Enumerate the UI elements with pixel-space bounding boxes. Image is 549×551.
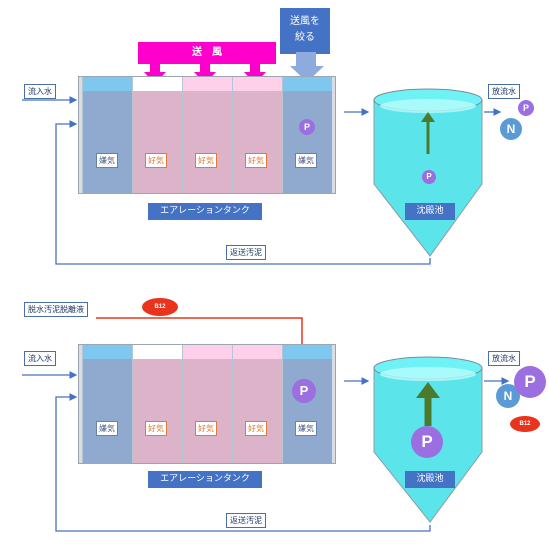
aeration-tank-label-top: エアレーションタンク (148, 203, 262, 220)
cell-tag: 好気 (195, 421, 217, 436)
cell-tag: 好気 (245, 421, 267, 436)
cell-tag: 好気 (145, 421, 167, 436)
air-supply-banner: 送 風 (138, 42, 276, 64)
return-sludge-label-top: 返送汚泥 (226, 245, 266, 260)
air-arrows (144, 62, 266, 84)
cell-anaerobic-2 (282, 77, 332, 193)
inflow-label-top: 流入水 (24, 84, 56, 99)
inflow-label-bottom: 流入水 (24, 351, 56, 366)
cell-tag: 嫌気 (295, 153, 317, 168)
b12-badge-effluent: B12 (510, 416, 540, 432)
cell-aerobic-2 (182, 77, 232, 193)
cell-anaerobic-1 (82, 77, 132, 193)
phosphorus-badge-settling-top: P (422, 170, 436, 184)
reduce-air-box: 送風を 絞る (280, 8, 330, 54)
nitrogen-badge-top: N (500, 118, 522, 140)
additive-label: 脱水汚泥脱離液 (24, 302, 88, 317)
phosphorus-badge-effluent-top: P (518, 100, 534, 116)
settling-label-bottom: 沈殿池 (405, 471, 455, 488)
cell-tag: 嫌気 (295, 421, 317, 436)
aeration-tank-top: 嫌気 好気 好気 好気 嫌気 P (78, 76, 336, 194)
cell-aerobic-1 (132, 345, 182, 463)
cell-tag: 嫌気 (96, 153, 118, 168)
cell-aerobic-2 (182, 345, 232, 463)
return-sludge-line-top (55, 120, 431, 265)
effluent-label-bottom: 放流水 (488, 351, 520, 366)
phosphorus-badge-settling-bottom: P (411, 426, 443, 458)
cell-tag: 好気 (145, 153, 167, 168)
cell-aerobic-1 (132, 77, 182, 193)
effluent-label-top: 放流水 (488, 84, 520, 99)
cell-aerobic-3 (232, 77, 282, 193)
aeration-tank-label-bottom: エアレーションタンク (148, 471, 262, 488)
aeration-tank-bottom: 嫌気 好気 好気 好気 嫌気 P (78, 344, 336, 464)
additive-line (96, 317, 307, 357)
cell-tag: 好気 (195, 153, 217, 168)
phosphorus-badge-effluent-bottom: P (514, 366, 546, 398)
cell-tag: 好気 (245, 153, 267, 168)
cell-anaerobic-1 (82, 345, 132, 463)
b12-badge: B12 (142, 298, 178, 316)
cell-tag: 嫌気 (96, 421, 118, 436)
return-sludge-line-bottom (55, 393, 431, 532)
cell-aerobic-3 (232, 345, 282, 463)
return-sludge-label-bottom: 返送汚泥 (226, 513, 266, 528)
phosphorus-badge: P (299, 119, 315, 135)
settling-label-top: 沈殿池 (405, 203, 455, 220)
cell-anaerobic-2 (282, 345, 332, 463)
phosphorus-badge: P (292, 379, 316, 403)
